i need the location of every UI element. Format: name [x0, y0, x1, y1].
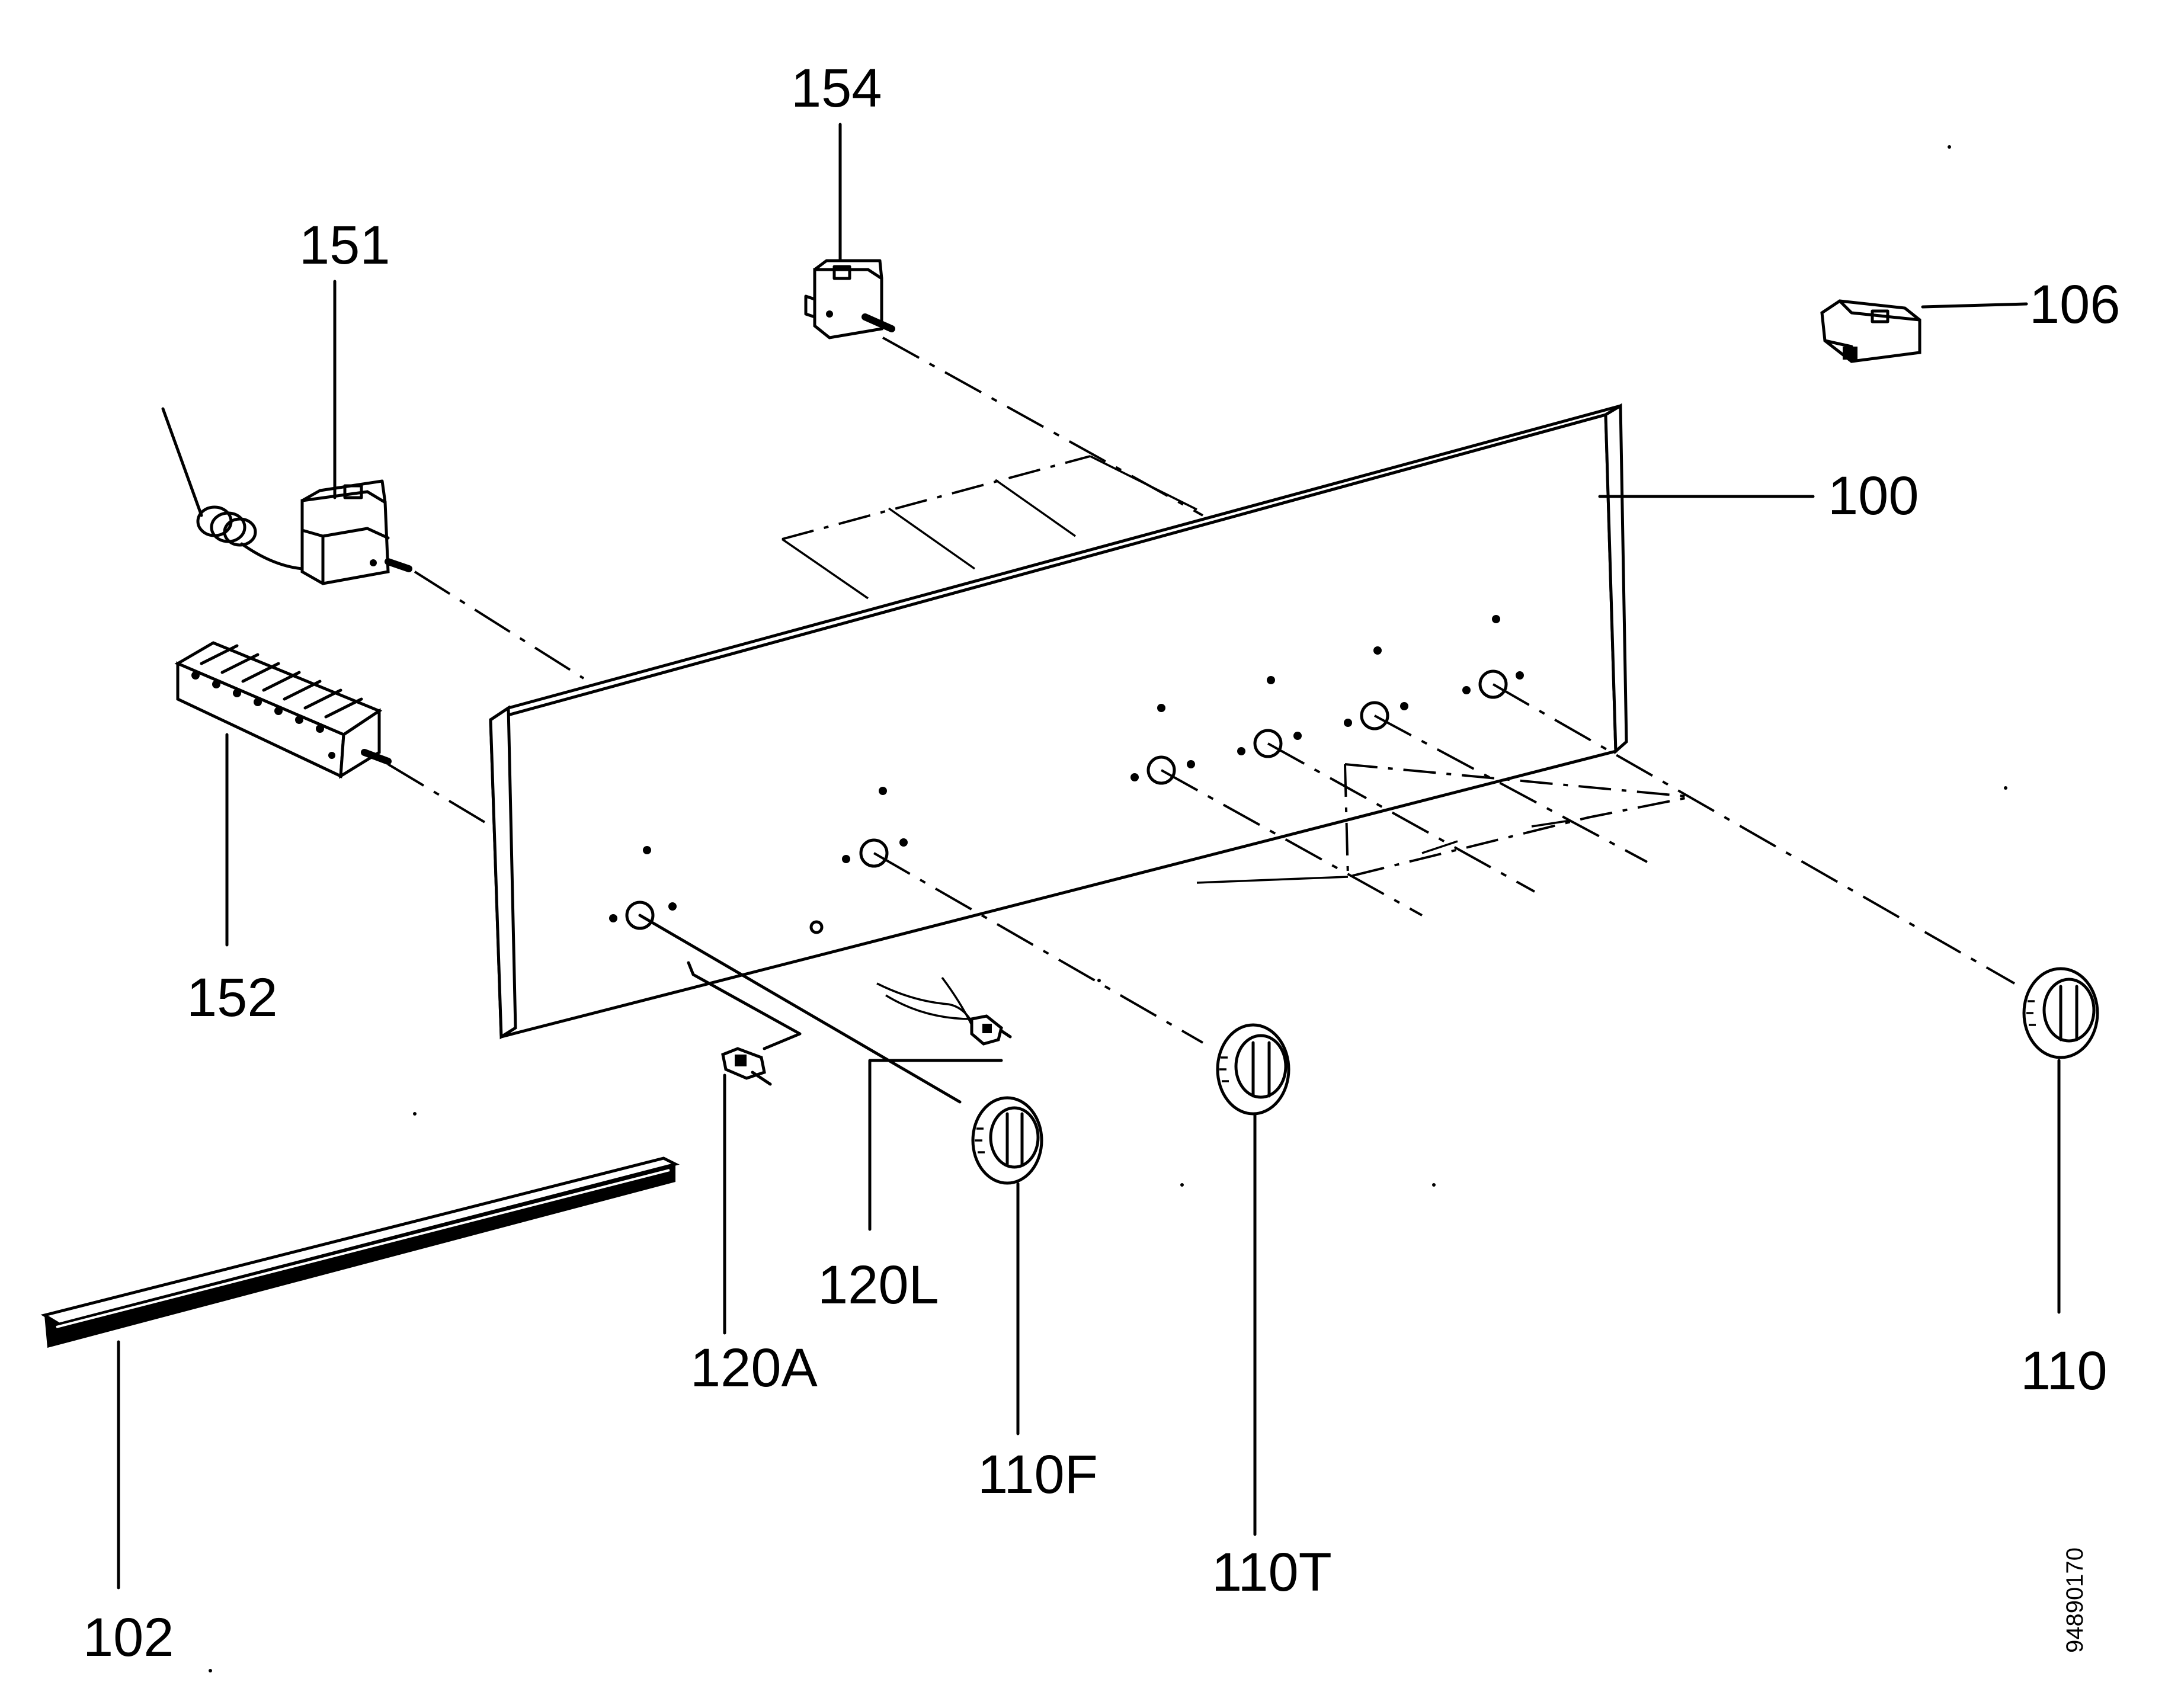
document-id: 94890170: [2062, 1547, 2088, 1653]
panel-hole-1: [609, 846, 677, 930]
leader-lines: [117, 123, 2061, 1590]
component-154: [804, 259, 895, 339]
component-106: [1820, 299, 1921, 363]
label-110T: 110T: [1212, 1542, 1332, 1603]
label-154: 154: [791, 58, 882, 118]
scan-specks: [209, 145, 2007, 1672]
component-102-strip: [40, 1156, 680, 1348]
label-110: 110: [2020, 1341, 2108, 1401]
panel-hole-6: [1462, 615, 1524, 699]
callout-labels: 100 106 154 151 152 120L 120A 110F 110T …: [83, 58, 2121, 1668]
knob-110T: [1216, 1023, 1290, 1116]
label-151: 151: [299, 215, 390, 275]
knob-110: [2022, 967, 2099, 1059]
component-120L: [876, 976, 1012, 1046]
label-120A: 120A: [690, 1338, 818, 1398]
label-106: 106: [2029, 274, 2121, 335]
label-152: 152: [187, 967, 278, 1028]
label-100: 100: [1828, 466, 1919, 526]
panel-hole-3: [1130, 704, 1195, 785]
panel-hole-2: [842, 787, 908, 868]
label-110F: 110F: [978, 1444, 1098, 1505]
control-panel-100: [489, 403, 1628, 1040]
label-102: 102: [83, 1607, 174, 1668]
behind-panel-projection: [782, 455, 1692, 884]
panel-lamp-hole: [809, 920, 824, 934]
component-151: [161, 407, 412, 585]
component-152: [174, 641, 392, 779]
knob-110F: [971, 1096, 1043, 1185]
label-120L: 120L: [818, 1255, 939, 1315]
panel-hole-5: [1344, 646, 1408, 730]
panel-hole-4: [1237, 676, 1302, 758]
component-120A: [687, 961, 802, 1086]
assembly-lines: [387, 337, 2015, 1104]
